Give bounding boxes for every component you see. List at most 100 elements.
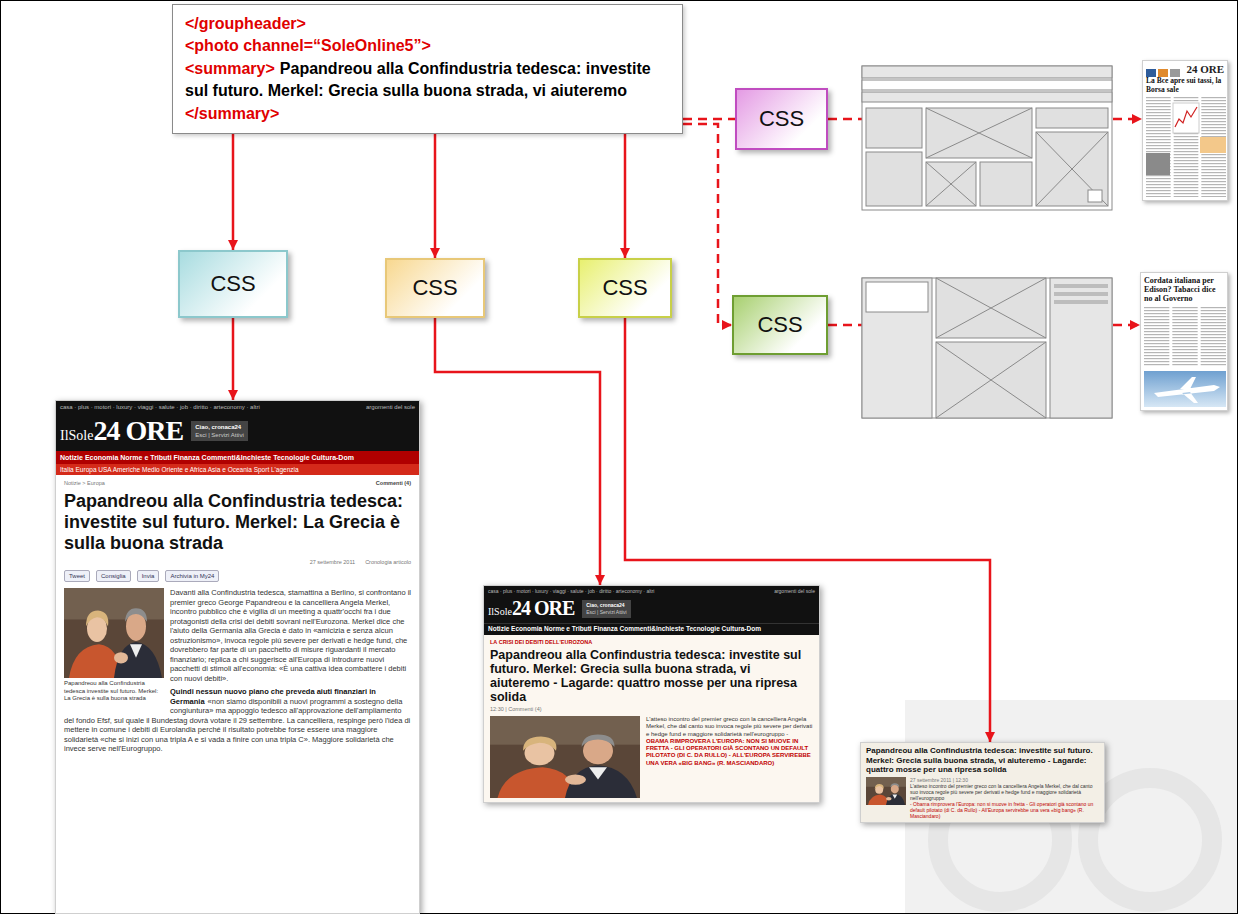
- date-row: 27 settembre 2011 Cronologia articolo: [64, 558, 411, 566]
- photo: [866, 777, 906, 805]
- article-headline: Papandreou alla Confindustria tedesca: i…: [866, 746, 1099, 775]
- meta: 12:30 | Commenti (4): [490, 706, 813, 713]
- paragraph: Davanti alla Confindustria tedesca, stam…: [64, 588, 411, 683]
- share-buttons: TweetConsigliaInviaArchivia in My24: [64, 570, 411, 582]
- logo-text: IlSole: [488, 606, 512, 617]
- css-label: CSS: [757, 312, 802, 338]
- nav-links: Italia Europa USA Americhe Medio Oriente…: [60, 465, 415, 474]
- top-nav: casa · plus · motori · luxury · viaggi ·…: [60, 403, 415, 411]
- css-box: CSS: [732, 295, 828, 355]
- breadcrumb-row: Notizie > EuropaCommenti (4): [64, 479, 411, 487]
- article-body: Papandreou alla Confindustria tedesca in…: [64, 588, 411, 754]
- paragraph: L'atteso incontro del premier greco con …: [910, 783, 1099, 801]
- nav-links: casa · plus · motori · luxury · viaggi ·…: [488, 588, 654, 595]
- site-header: casa · plus · motori · luxury · viaggi ·…: [56, 401, 419, 451]
- connector-arrow: [232, 134, 235, 250]
- meta: 27 settembre 2011 | 12:30: [910, 777, 1099, 783]
- xml-code: </groupheader><photo channel=“SoleOnline…: [173, 5, 682, 133]
- kicker: LA CRISI DEI DEBITI DELL'EUROZONA: [490, 639, 813, 646]
- newspaper-headline: Cordata italiana per Edison? Tabacci dic…: [1144, 276, 1224, 303]
- css-label: CSS: [210, 271, 255, 297]
- css-label: CSS: [602, 275, 647, 301]
- masthead-text: 24 ORE: [1186, 63, 1224, 75]
- xml-tag: <summary>: [185, 60, 275, 77]
- top-nav: casa · plus · motori · luxury · viaggi ·…: [488, 588, 815, 595]
- watermark-shape: [1088, 778, 1212, 902]
- css-box: CSS: [735, 88, 828, 150]
- logo-text: 24 ORE: [93, 415, 183, 447]
- paragraph: L'atteso incontro del premier greco con …: [646, 716, 813, 738]
- date: 27 settembre 2011: [310, 558, 355, 566]
- web-page-screenshot: casa · plus · motori · luxury · viaggi ·…: [55, 400, 420, 914]
- newspaper-page: [1146, 97, 1226, 197]
- connector-arrow: [232, 318, 235, 400]
- breadcrumb: Notizie > Europa: [64, 479, 105, 487]
- user-links: Esci | Servizi Attivi: [586, 609, 626, 616]
- nav-links: argomenti del sole: [774, 588, 815, 595]
- photo-caption: Papandreou alla Confindustria tedesca in…: [64, 680, 164, 703]
- css-label: CSS: [759, 106, 804, 132]
- connector-arrow: [683, 124, 732, 325]
- article-headline: Papandreou alla Confindustria tedesca: i…: [490, 648, 813, 704]
- layout-wireframe: [862, 278, 1112, 418]
- user-box: Ciao, cronaca24Esci | Servizi Attivi: [582, 600, 630, 618]
- layout-wireframe: [862, 66, 1112, 210]
- logo-row: IlSole24 ORE Ciao, cronaca24Esci | Serviz…: [488, 597, 815, 620]
- article: LA CRISI DEI DEBITI DELL'EUROZONA Papandr…: [484, 635, 819, 802]
- connector-arrow: [624, 134, 627, 258]
- newspaper-page: Cordata italiana per Edison? Tabacci dic…: [1140, 272, 1228, 411]
- article-row: 27 settembre 2011 | 12:30L'atteso incont…: [866, 777, 1099, 819]
- teaser: L'atteso incontro del premier greco con …: [646, 716, 813, 798]
- related-links: - Obama rimprovera l'Europa: non si muov…: [910, 801, 1099, 819]
- connector-arrow: [435, 318, 600, 585]
- user-name: Ciao, cronaca24: [586, 602, 626, 609]
- share-button: Tweet: [64, 570, 90, 582]
- related-links: OBAMA RIMPROVERA L'EUROPA: NON SI MUOVE …: [646, 738, 813, 767]
- site-header: casa · plus · motori · luxury · viaggi ·…: [484, 586, 819, 623]
- article-headline: Papandreou alla Confindustria tedesca: i…: [64, 491, 411, 554]
- newspaper-columns: [1146, 97, 1224, 197]
- xml-tag: </groupheader>: [185, 13, 670, 35]
- photo: [866, 777, 906, 805]
- xml-tag: </summary>: [185, 103, 670, 125]
- code-box: </groupheader><photo channel=“SoleOnline…: [172, 4, 683, 134]
- css-label: CSS: [412, 275, 457, 301]
- nav-links: Notizie Economia Norme e Tributi Finanza…: [60, 453, 415, 462]
- photo: [64, 588, 164, 678]
- xml-summary: <summary>Papandreou alla Confindustria t…: [185, 58, 670, 103]
- newspaper-page: 24 ORELa Bce apre sui tassi, la Borsa sa…: [1142, 60, 1228, 201]
- main-nav: Notizie Economia Norme e Tributi Finanza…: [484, 623, 819, 635]
- web-page-screenshot: casa · plus · motori · luxury · viaggi ·…: [483, 585, 820, 803]
- share-button: Archivia in My24: [165, 570, 219, 582]
- paragraph: «non siamo disponibili a nuovi programmi…: [64, 697, 410, 754]
- masthead: 24 ORE: [1146, 63, 1224, 75]
- nav-links: Notizie Economia Norme e Tributi Finanza…: [488, 625, 815, 633]
- user-name: Ciao, cronaca24: [195, 423, 244, 431]
- share-button: Invia: [137, 570, 160, 582]
- nav-links: argomenti del sole: [366, 403, 415, 411]
- web-page-screenshot: Papandreou alla Confindustria tedesca: i…: [860, 742, 1105, 823]
- connector-arrow: [434, 134, 437, 258]
- logo: IlSole24 ORE: [488, 597, 574, 620]
- nav-links: casa · plus · motori · luxury · viaggi ·…: [60, 403, 260, 411]
- logo-text: IlSole: [60, 428, 93, 444]
- sub-nav: Italia Europa USA Americhe Medio Oriente…: [56, 464, 419, 475]
- css-box: CSS: [578, 258, 672, 318]
- css-box: CSS: [385, 258, 485, 318]
- connector-arrow: [683, 118, 735, 121]
- photo: [490, 716, 640, 798]
- user-box: Ciao, cronaca24Esci | Servizi Attivi: [191, 421, 248, 441]
- xml-tag: <photo channel=“SoleOnline5”>: [185, 35, 670, 57]
- css-box: CSS: [178, 250, 288, 318]
- watermark-panel: [905, 700, 1238, 914]
- article-row: L'atteso incontro del premier greco con …: [490, 716, 813, 798]
- color-blocks: [1146, 64, 1180, 74]
- photo: [490, 716, 640, 798]
- timeline-link: Cronologia articolo: [365, 558, 411, 566]
- user-links: Esci | Servizi Attivi: [195, 431, 244, 439]
- newspaper-columns: [1144, 307, 1224, 407]
- photo: [64, 588, 164, 678]
- logo-row: IlSole24 ORE Ciao, cronaca24Esci | Serviz…: [60, 415, 415, 447]
- article: Notizie > EuropaCommenti (4) Papandreou a…: [56, 475, 419, 754]
